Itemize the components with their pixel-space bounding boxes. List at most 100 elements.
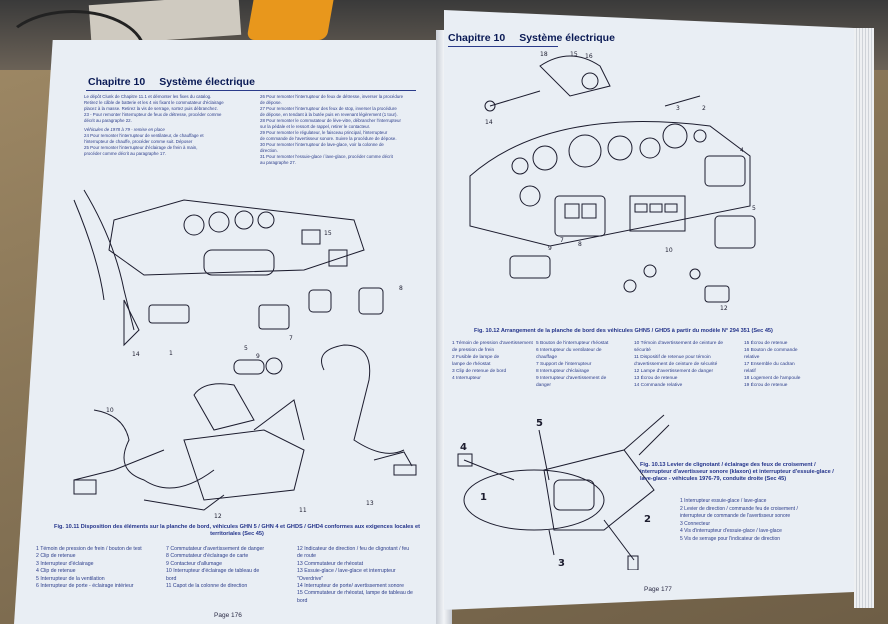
callout-label: 15 bbox=[324, 230, 332, 237]
text-line: 30 Pour remonter l'interrupteur de lave-… bbox=[260, 142, 384, 147]
legend-item: 13 Commutateur de rhéostat bbox=[297, 560, 364, 567]
figure-caption-2: Fig. 10.13 Levier de clignotant / éclair… bbox=[640, 462, 834, 482]
text-line: 23 - Pour remonter l'interrupteur de feu… bbox=[84, 112, 222, 117]
legend-item: lampe de rhéostat bbox=[452, 362, 491, 367]
callout-label: 9 bbox=[548, 245, 552, 252]
callout-label: 3 bbox=[676, 105, 680, 112]
header-rule bbox=[448, 46, 558, 47]
callout-label: 18 bbox=[540, 51, 548, 58]
text-line: 27 Pour remonter l'interrupteur des feux… bbox=[260, 106, 397, 111]
legend-item: 17 Ensemble du cadran bbox=[744, 362, 795, 367]
callout-label: 1 bbox=[169, 350, 173, 357]
legend-item: 3 Connecteur bbox=[680, 520, 711, 527]
legend-item: 5 Bouton de l'interrupteur rhéostat bbox=[536, 341, 609, 346]
callout-label: 8 bbox=[578, 241, 582, 248]
dashboard-exploded-diagram: 15 8 14 1 5 7 9 10 11 12 13 bbox=[54, 180, 434, 520]
text-line: décrit au paragraphe 22. bbox=[84, 118, 132, 123]
text-line: Le dépôt Clunk de Chapitre 11.1 et démon… bbox=[84, 94, 212, 99]
text-line: de dépose. bbox=[260, 100, 282, 105]
callout-label: 10 bbox=[665, 247, 673, 254]
text-line: Retirez le câble de batterie et les 4 vi… bbox=[84, 100, 224, 105]
text-line: 25 Pour remonter l'interrupteur d'éclair… bbox=[84, 145, 198, 150]
legend-item: 7 Support de l'interrupteur bbox=[536, 362, 592, 367]
legend-item: d'avertissement de ceinture de sécurité bbox=[634, 362, 718, 367]
callout-label: 16 bbox=[585, 53, 593, 60]
legend-item: interrupteur de commande de l'avertisseu… bbox=[680, 513, 791, 520]
legend-item: 3 Interrupteur d'éclairage bbox=[36, 560, 94, 567]
legend-column-3: 12 Indicateur de direction / feu de clig… bbox=[297, 546, 437, 605]
page-number: Page 177 bbox=[644, 586, 672, 593]
text-line: procéder comme décrit au paragraphe 17. bbox=[84, 151, 167, 156]
dashboard-arrangement-diagram: 18 15 16 14 3 2 4 5 7 8 9 10 12 bbox=[450, 51, 756, 312]
section-title: Système électrique bbox=[159, 76, 255, 88]
callout-label: 2 bbox=[644, 514, 651, 525]
callout-label: 12 bbox=[720, 305, 728, 312]
text-line: placez à la masse. Retirez la vis de ser… bbox=[84, 106, 218, 111]
legend-item: de pression de frein bbox=[452, 348, 495, 353]
legend-column-2: 7 Commutateur d'avertissement de danger … bbox=[166, 546, 296, 590]
legend-item: 4 Clip de retenue bbox=[36, 568, 76, 575]
callout-label: 8 bbox=[399, 285, 403, 292]
legend-item: sécurité bbox=[634, 348, 651, 353]
legend-item: danger bbox=[536, 383, 551, 388]
callout-label: 15 bbox=[570, 51, 578, 58]
intro-column-1: Le dépôt Clunk de Chapitre 11.1 et démon… bbox=[84, 94, 254, 157]
legend-item: 8 Interrupteur d'éclairage bbox=[536, 369, 590, 374]
legend-item: 4 Interrupteur bbox=[452, 376, 481, 381]
legend-item: 11 Dispositif de retenue pour témoin bbox=[634, 355, 711, 360]
legend-item: 14 Commande relative bbox=[634, 383, 683, 388]
legend-item: 2 Fusible de lampe de bbox=[452, 355, 500, 360]
text-line: de dépose, en tendant à la butée puis en… bbox=[260, 112, 398, 117]
callout-label: 14 bbox=[132, 351, 140, 358]
legend-item: 9 Interrupteur d'avertissement de bbox=[536, 376, 607, 381]
callout-label: 1 bbox=[480, 492, 487, 503]
legend-item: 2 Clip de retenue bbox=[36, 553, 76, 560]
legend-item: 10 Témoin d'avertissement de ceinture de bbox=[634, 341, 724, 346]
text-line: direction. bbox=[260, 148, 278, 153]
legend-item: 3 Clip de retenue de bord bbox=[452, 369, 507, 374]
legend-item: "Overdrive" bbox=[297, 575, 324, 582]
callout-label: 11 bbox=[299, 507, 307, 514]
callout-label: 7 bbox=[289, 335, 293, 342]
legend-item: 9 Contacteur d'allumage bbox=[166, 560, 223, 567]
legend-item: 1 Témoin de pression d'avertissement bbox=[452, 341, 533, 346]
callout-label: 13 bbox=[366, 500, 374, 507]
legend1-column-2: 5 Bouton de l'interrupteur rhéostat 6 In… bbox=[536, 340, 636, 389]
legend-item: 2 Levier de direction / commande feu de … bbox=[680, 505, 798, 512]
callout-label: 5 bbox=[752, 205, 756, 212]
legend-item: 4 Vis d'interrupteur d'essuie-glace / la… bbox=[680, 528, 782, 535]
legend-item: 13 Écrou de retenue bbox=[634, 376, 678, 381]
legend-item: de route bbox=[297, 553, 317, 560]
legend-item: 14 Interrupteur de porte/ avertissement … bbox=[297, 583, 404, 590]
page-number: Page 176 bbox=[214, 612, 242, 619]
legend-item: 8 Commutateur d'éclairage de carte bbox=[166, 553, 249, 560]
figure-caption-1: Fig. 10.12 Arrangement de la planche de … bbox=[474, 328, 773, 334]
legend1-column-4: 15 Écrou de retenue 16 Bouton de command… bbox=[744, 340, 834, 389]
legend-column-1: 1 Témoin de pression de frein / bouton d… bbox=[36, 546, 166, 590]
callout-label: 14 bbox=[485, 119, 493, 126]
legend-item: 18 Logement de l'ampoule bbox=[744, 376, 801, 381]
text-line: 28 Pour remonter le commutateur de lève-… bbox=[260, 118, 401, 123]
text-line: 24 Pour remonter l'interrupteur de venti… bbox=[84, 133, 204, 138]
chapter-label: Chapitre 10 bbox=[448, 32, 506, 44]
legend-item: 1 Témoin de pression de frein / bouton d… bbox=[36, 546, 142, 552]
text-line: 31 Pour remonter l'essuie-glace / lave-g… bbox=[260, 154, 393, 159]
legend-item: 11 Capot de la colonne de direction bbox=[166, 583, 248, 590]
legend-item: 6 Interrupteur du ventilateur de bbox=[536, 348, 602, 353]
page-edges bbox=[854, 28, 874, 608]
legend-item: 5 Interrupteur de la ventilation bbox=[36, 575, 105, 582]
text-line: 26 Pour remonter l'interrupteur de feux … bbox=[260, 94, 404, 99]
legend-item: bord bbox=[297, 597, 308, 604]
legend-item: 19 Écrou de retenue bbox=[744, 383, 788, 388]
callout-label: 4 bbox=[740, 147, 744, 154]
steering-column-switch-diagram: 5 4 1 2 3 bbox=[454, 410, 674, 570]
figure-caption: Fig. 10.11 Disposition des éléments sur … bbox=[54, 524, 420, 537]
legend1-column-3: 10 Témoin d'avertissement de ceinture de… bbox=[634, 340, 744, 389]
legend-item: 6 Interrupteur de porte - éclairage inté… bbox=[36, 583, 134, 590]
legend-item: 12 Indicateur de direction / feu de clig… bbox=[297, 546, 410, 552]
callout-label: 12 bbox=[214, 513, 222, 520]
